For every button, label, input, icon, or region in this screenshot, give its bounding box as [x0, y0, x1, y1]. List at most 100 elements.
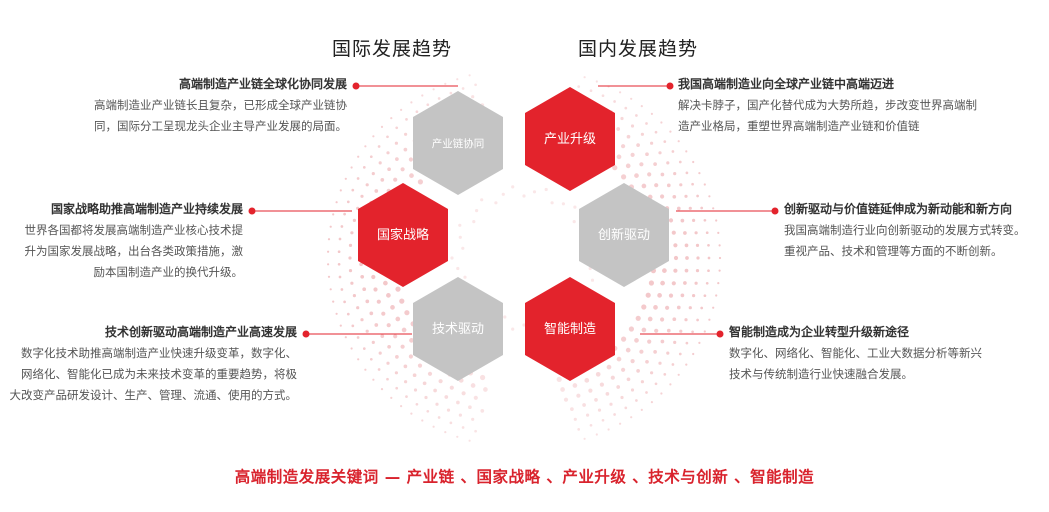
- decor-dot: [647, 339, 652, 344]
- decor-dot: [395, 316, 401, 322]
- decor-dot: [685, 150, 688, 153]
- decor-dot: [400, 344, 405, 349]
- decor-dot: [424, 395, 428, 400]
- decor-dot: [703, 183, 706, 186]
- decor-dot: [433, 388, 437, 393]
- connector-dot: [771, 207, 779, 215]
- right-block-high-end-chain: 我国高端制造业向全球产业链中高端迈进 解决卡脖子，国产化替代成为大势所趋，步改变…: [678, 74, 977, 137]
- decor-dot: [480, 198, 484, 202]
- decor-dot: [410, 101, 413, 104]
- decor-dot: [327, 250, 330, 253]
- decor-dot: [597, 408, 602, 412]
- decor-dot: [645, 391, 648, 394]
- decor-dot: [338, 237, 342, 241]
- decor-dot: [362, 166, 366, 169]
- hexagon-shape: [525, 87, 615, 191]
- decor-dot: [357, 358, 360, 361]
- decor-dot: [673, 255, 679, 261]
- decor-dot: [339, 324, 342, 327]
- decor-dot: [456, 266, 460, 271]
- decor-dot: [707, 243, 710, 247]
- decor-dot: [630, 124, 635, 128]
- decor-dot: [360, 318, 364, 322]
- decor-dot: [544, 187, 548, 192]
- decor-dot: [658, 151, 662, 155]
- decor-dot: [327, 275, 331, 278]
- decor-dot: [662, 268, 667, 273]
- decor-dot: [437, 416, 441, 419]
- decor-dot: [471, 95, 475, 99]
- decor-dot: [616, 385, 621, 389]
- decor-dot: [650, 112, 654, 115]
- decor-dot: [377, 145, 381, 148]
- decor-dot: [678, 352, 682, 356]
- decor-dot: [449, 91, 453, 95]
- decor-dot: [691, 182, 694, 186]
- decor-dot: [640, 408, 643, 411]
- hexagon-label: 技术驱动: [432, 322, 484, 337]
- decor-dot: [421, 94, 424, 97]
- decor-dot: [329, 288, 332, 291]
- decor-dot: [620, 395, 624, 400]
- decor-dot: [573, 205, 577, 209]
- decor-dot: [680, 218, 685, 223]
- connector-lines: [248, 82, 779, 338]
- decor-dot: [640, 380, 645, 384]
- decor-dot: [671, 150, 675, 153]
- decor-dot: [408, 354, 413, 359]
- decor-dot: [403, 147, 408, 152]
- decor-dot: [695, 269, 700, 273]
- decor-dot: [422, 381, 427, 386]
- decor-dot: [705, 231, 709, 235]
- decor-dot: [692, 160, 695, 164]
- decor-dot: [666, 351, 670, 355]
- decor-dot: [665, 305, 670, 310]
- decor-dot: [683, 231, 687, 235]
- decor-dot: [350, 231, 354, 235]
- decor-dot: [417, 363, 423, 368]
- decor-dot: [561, 202, 566, 206]
- decor-dot: [432, 88, 435, 91]
- decor-dot: [700, 206, 704, 210]
- decor-dot: [364, 145, 367, 148]
- hexagon-label: 国家战略: [377, 227, 429, 243]
- decor-dot: [374, 323, 379, 327]
- decor-dot: [468, 439, 471, 442]
- decor-dot: [685, 171, 689, 175]
- right-block-body: 数字化、网络化、智能化、工业大数据分析等新兴 技术与传统制造行业快速融合发展。: [729, 346, 982, 381]
- decor-dot: [450, 256, 454, 260]
- decor-dot: [468, 405, 472, 410]
- decor-dot: [352, 218, 356, 222]
- decor-dot: [698, 341, 701, 344]
- decor-dot: [362, 347, 366, 350]
- decor-dot: [605, 392, 610, 396]
- decor-dot: [684, 194, 688, 198]
- decor-dot: [707, 256, 711, 260]
- decor-dot: [405, 118, 408, 121]
- decor-dot: [399, 298, 405, 304]
- decor-dot: [685, 341, 689, 345]
- decor-dot: [426, 409, 430, 413]
- decor-dot: [595, 433, 598, 436]
- decor-dot: [634, 338, 639, 343]
- decor-dot: [708, 318, 711, 321]
- decor-dot: [673, 243, 678, 248]
- decor-dot: [666, 328, 671, 333]
- decor-dot: [332, 300, 335, 303]
- decor-dot: [511, 327, 515, 331]
- hexagon-shape: [413, 91, 503, 195]
- decor-dot: [620, 116, 624, 121]
- decor-dot: [601, 418, 605, 422]
- decor-dot: [449, 421, 453, 425]
- decor-dot: [573, 417, 577, 421]
- decor-dot: [376, 299, 381, 304]
- hexagon-upgrade: 产业升级: [525, 87, 615, 191]
- decor-dot: [344, 177, 347, 180]
- decor-dot: [616, 154, 622, 160]
- decor-dot: [426, 103, 430, 107]
- decor-dot: [577, 85, 581, 88]
- decor-dot: [494, 201, 498, 205]
- decor-dot: [503, 315, 507, 319]
- decor-dot: [463, 275, 467, 279]
